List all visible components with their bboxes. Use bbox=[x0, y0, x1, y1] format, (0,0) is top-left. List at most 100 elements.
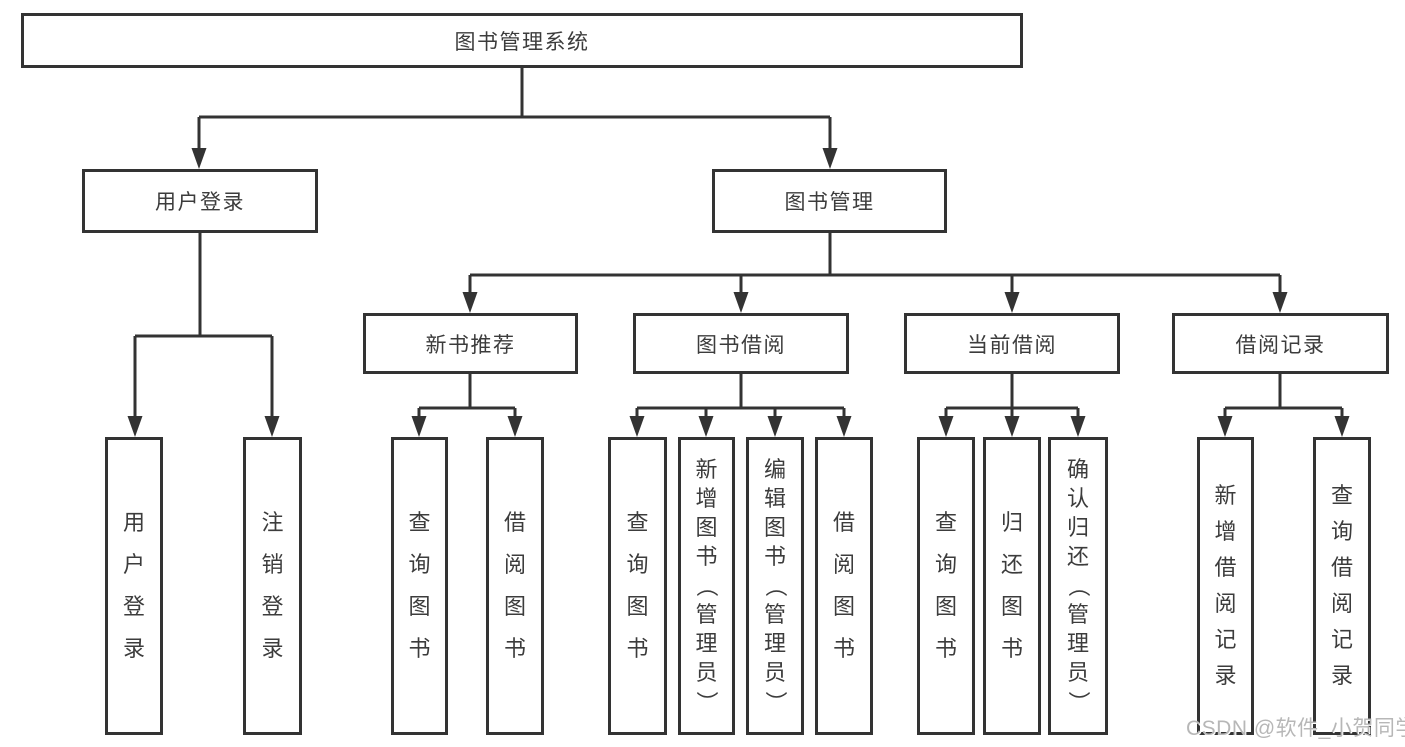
leaf-return-books: 归还图书 bbox=[983, 437, 1041, 735]
vertical-char: 书 bbox=[695, 544, 718, 569]
vertical-char: 编 bbox=[763, 457, 786, 482]
arrow-down-icon bbox=[1334, 416, 1350, 437]
connector-userlogin-to-leaves bbox=[133, 233, 274, 419]
vertical-char: 管 bbox=[763, 602, 786, 627]
arrow-down-icon bbox=[1004, 416, 1020, 437]
arrow-down-icon bbox=[767, 416, 783, 437]
vertical-char: 归 bbox=[1000, 510, 1023, 535]
leaf-logout: 注销登录 bbox=[243, 437, 302, 735]
vertical-char: 录 bbox=[1214, 663, 1237, 688]
node-book-borrowing: 图书借阅 bbox=[633, 313, 849, 374]
vertical-char: 书 bbox=[832, 636, 855, 661]
arrow-down-icon bbox=[507, 416, 523, 437]
vertical-char: ） bbox=[694, 690, 720, 714]
vertical-char: 图 bbox=[626, 594, 649, 619]
node-book-management: 图书管理 bbox=[712, 169, 947, 233]
vertical-char: 理 bbox=[1066, 631, 1089, 656]
vertical-char: 书 bbox=[408, 636, 431, 661]
arrow-down-icon bbox=[822, 148, 838, 169]
vertical-char: 增 bbox=[695, 486, 718, 511]
vertical-char: 员 bbox=[763, 660, 786, 685]
node-borrowing-records: 借阅记录 bbox=[1172, 313, 1389, 374]
leaf-borrow-books-2: 借阅图书 bbox=[815, 437, 873, 735]
vertical-char: 认 bbox=[1066, 486, 1089, 511]
vertical-char: 理 bbox=[695, 631, 718, 656]
arrow-down-icon bbox=[1217, 416, 1233, 437]
vertical-char: ） bbox=[762, 690, 788, 714]
connector-bookmgmt-to-level3 bbox=[468, 233, 1282, 295]
arrow-down-icon bbox=[938, 416, 954, 437]
vertical-char: 录 bbox=[1330, 663, 1353, 688]
connector-root-to-level2 bbox=[197, 68, 832, 151]
vertical-char: 还 bbox=[1000, 552, 1023, 577]
vertical-char: 登 bbox=[261, 594, 284, 619]
arrow-down-icon bbox=[836, 416, 852, 437]
vertical-char: 员 bbox=[695, 660, 718, 685]
vertical-char: 理 bbox=[763, 631, 786, 656]
vertical-char: 书 bbox=[763, 544, 786, 569]
vertical-char: 阅 bbox=[832, 552, 855, 577]
vertical-char: 查 bbox=[408, 510, 431, 535]
vertical-char: （ bbox=[1065, 574, 1091, 598]
leaf-user-login: 用户登录 bbox=[105, 437, 163, 735]
vertical-char: 图 bbox=[408, 594, 431, 619]
leaf-edit-books-admin: 编辑图书（管理员） bbox=[746, 437, 804, 735]
arrow-down-icon bbox=[698, 416, 714, 437]
vertical-char: 询 bbox=[1330, 519, 1353, 544]
vertical-char: 用 bbox=[122, 510, 145, 535]
csdn-watermark: CSDN @软件_小贺同学 bbox=[1186, 717, 1405, 740]
vertical-char: 员 bbox=[1066, 660, 1089, 685]
arrow-down-icon bbox=[127, 416, 143, 437]
vertical-char: 图 bbox=[503, 594, 526, 619]
connector-bookborrow-to-leaves bbox=[635, 374, 846, 419]
vertical-char: 管 bbox=[695, 602, 718, 627]
arrow-down-icon bbox=[1004, 292, 1020, 313]
vertical-char: 书 bbox=[1000, 636, 1023, 661]
vertical-char: （ bbox=[762, 574, 788, 598]
connector-currentborrow-to-leaves bbox=[944, 374, 1080, 419]
vertical-char: 登 bbox=[122, 594, 145, 619]
vertical-char: ） bbox=[1065, 690, 1091, 714]
leaf-add-borrowing-record: 新增借阅记录 bbox=[1197, 437, 1254, 735]
vertical-char: 还 bbox=[1066, 544, 1089, 569]
vertical-char: 查 bbox=[934, 510, 957, 535]
leaf-add-books-admin: 新增图书（管理员） bbox=[678, 437, 735, 735]
vertical-char: 查 bbox=[1330, 483, 1353, 508]
vertical-char: 阅 bbox=[1330, 591, 1353, 616]
vertical-char: 归 bbox=[1066, 515, 1089, 540]
connector-borrowrecords-to-leaves bbox=[1223, 374, 1344, 419]
vertical-char: 阅 bbox=[503, 552, 526, 577]
vertical-char: 记 bbox=[1330, 627, 1353, 652]
vertical-char: 询 bbox=[934, 552, 957, 577]
vertical-char: 借 bbox=[503, 510, 526, 535]
vertical-char: 借 bbox=[1214, 555, 1237, 580]
vertical-char: 借 bbox=[832, 510, 855, 535]
arrow-down-icon bbox=[629, 416, 645, 437]
vertical-char: 记 bbox=[1214, 627, 1237, 652]
arrow-down-icon bbox=[462, 292, 478, 313]
leaf-confirm-return-admin: 确认归还（管理员） bbox=[1048, 437, 1108, 735]
node-current-borrowing: 当前借阅 bbox=[904, 313, 1120, 374]
vertical-char: 录 bbox=[261, 636, 284, 661]
vertical-char: 确 bbox=[1066, 457, 1089, 482]
connector-newbookrec-to-leaves bbox=[417, 374, 517, 419]
arrow-down-icon bbox=[191, 148, 207, 169]
vertical-char: 图 bbox=[934, 594, 957, 619]
vertical-char: 阅 bbox=[1214, 591, 1237, 616]
vertical-char: 增 bbox=[1214, 519, 1237, 544]
vertical-char: 查 bbox=[626, 510, 649, 535]
vertical-char: 图 bbox=[1000, 594, 1023, 619]
vertical-char: 户 bbox=[122, 552, 145, 577]
vertical-char: 新 bbox=[695, 457, 718, 482]
vertical-char: 书 bbox=[934, 636, 957, 661]
vertical-char: 图 bbox=[832, 594, 855, 619]
vertical-char: 录 bbox=[122, 636, 145, 661]
node-new-book-recommendation: 新书推荐 bbox=[363, 313, 578, 374]
vertical-char: 图 bbox=[763, 515, 786, 540]
vertical-char: 注 bbox=[261, 510, 284, 535]
arrow-down-icon bbox=[1272, 292, 1288, 313]
leaf-query-books-1: 查询图书 bbox=[391, 437, 448, 735]
vertical-char: 图 bbox=[695, 515, 718, 540]
